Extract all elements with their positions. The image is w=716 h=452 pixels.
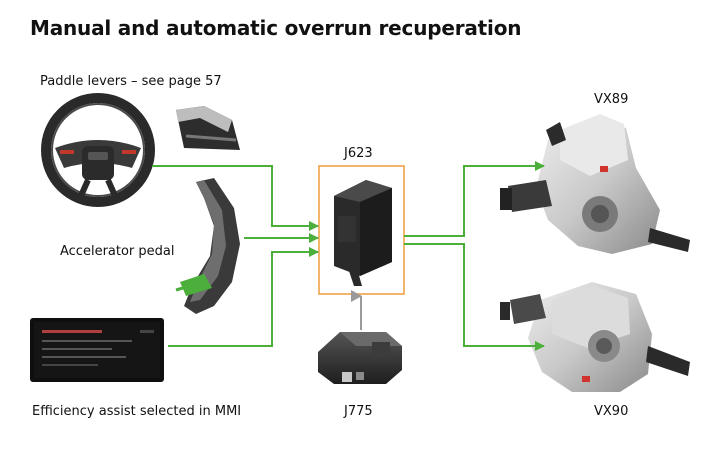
mmi-efficiency-label: Efficiency assist selected in MMI <box>32 404 242 419</box>
vx89-electric-motor-icon <box>500 114 690 254</box>
steering-wheel-icon <box>41 93 155 207</box>
accelerator-pedal-icon <box>175 178 240 314</box>
j623-label: J623 <box>344 146 373 161</box>
vx90-label: VX90 <box>594 404 629 419</box>
j775-label: J775 <box>344 404 373 419</box>
j775-control-unit-icon <box>318 332 402 384</box>
j623-control-unit-icon <box>334 180 392 286</box>
accelerator-pedal-label: Accelerator pedal <box>60 244 175 259</box>
paddle-levers-label: Paddle levers – see page 57 <box>40 74 222 89</box>
mmi-to-j623-arrow <box>168 247 319 347</box>
paddle-lever-icon <box>176 106 240 150</box>
vx89-label: VX89 <box>594 92 629 107</box>
page-title: Manual and automatic overrun recuperatio… <box>30 16 522 40</box>
vx90-electric-motor-icon <box>500 282 690 392</box>
mmi-screen-icon <box>30 318 164 382</box>
paddle-to-j623-arrow <box>152 165 319 231</box>
j623-to-vx90-arrow <box>404 243 545 351</box>
j623-to-vx89-arrow <box>404 161 545 237</box>
